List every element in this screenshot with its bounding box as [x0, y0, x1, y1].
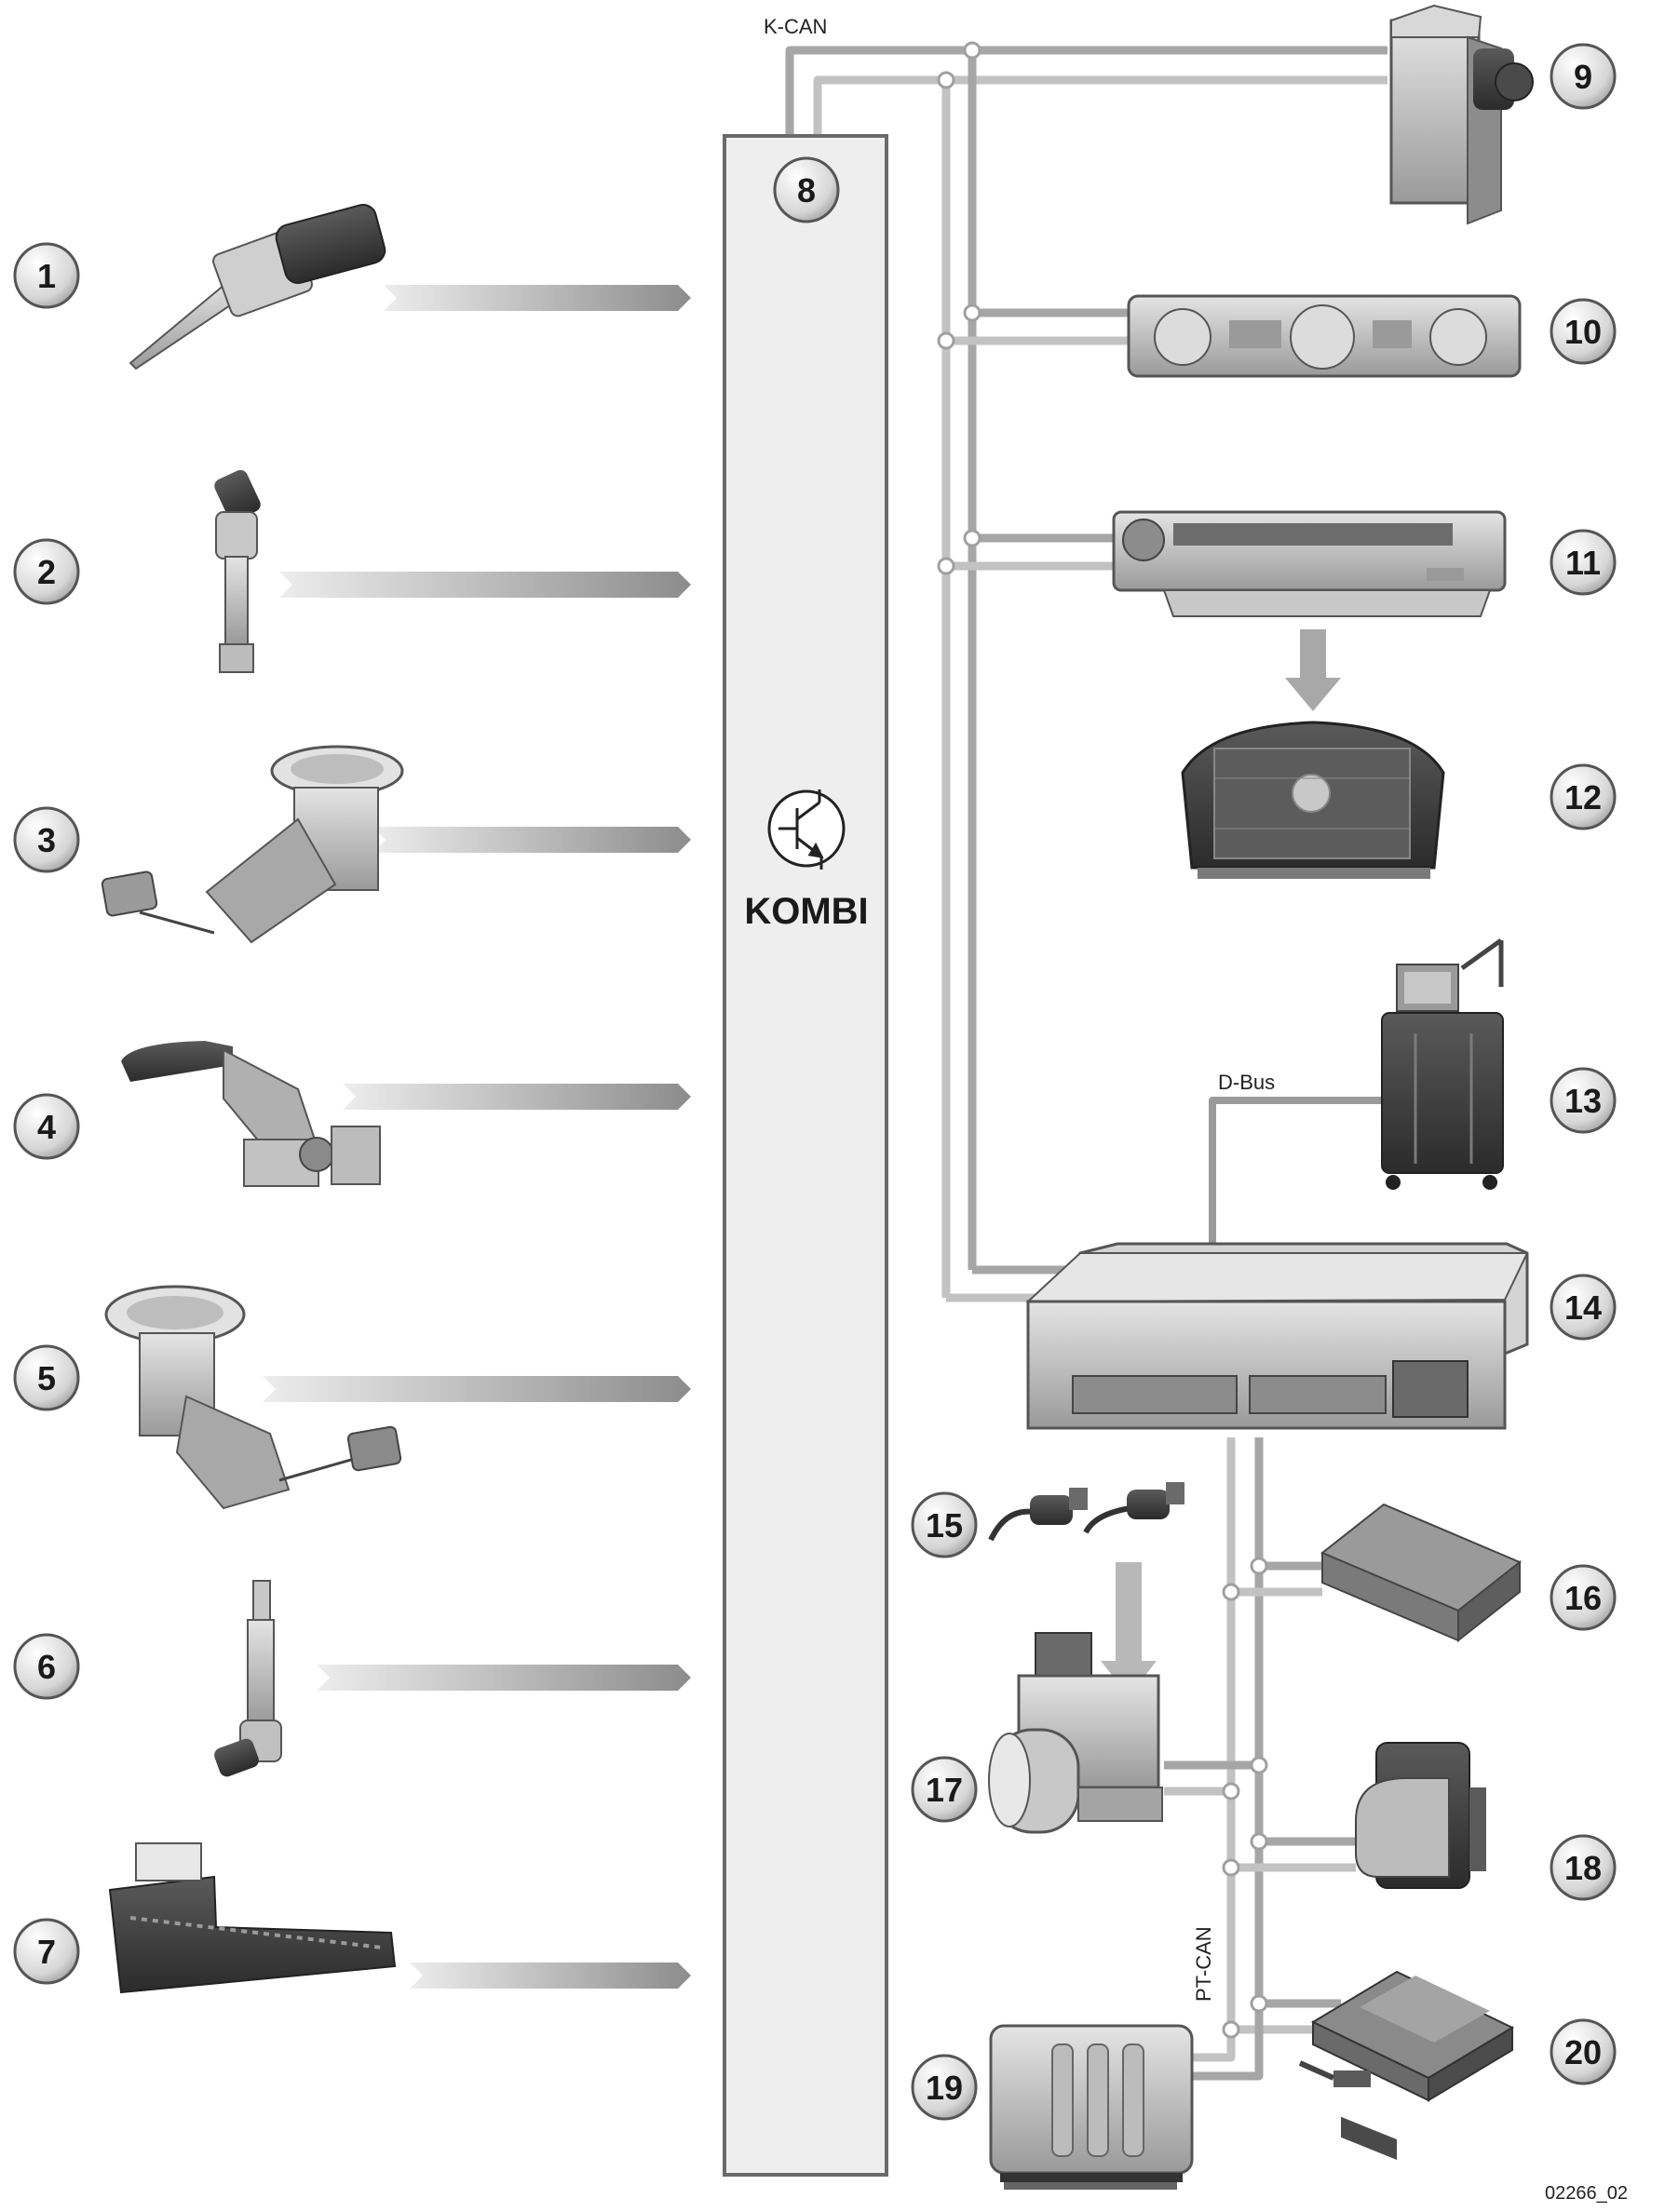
callout-17: 17	[911, 1756, 978, 1823]
callout-11: 11	[1550, 529, 1617, 596]
callout-16-number: 16	[1564, 1579, 1602, 1617]
sensor-module-icon	[1355, 1742, 1486, 1889]
callout-13: 13	[1550, 1067, 1617, 1134]
flow-arrow-11-to-12	[1285, 629, 1341, 711]
input-arrow-6	[317, 1665, 691, 1691]
fuel-level-sensor-left-icon	[104, 1285, 402, 1510]
branch-19-b	[1192, 2030, 1236, 2062]
wheel-speed-sensors-icon	[988, 1482, 1184, 1542]
reference-code: 02266_02	[1545, 2183, 1628, 2204]
d-bus-label: D-Bus	[1218, 1071, 1275, 1094]
k-can-wire-inner	[813, 75, 1388, 136]
callout-10-number: 10	[1564, 313, 1602, 351]
input-arrow-5	[263, 1376, 691, 1402]
callout-11-number: 11	[1565, 544, 1601, 582]
diagnosis-system-icon	[1381, 937, 1504, 1190]
k-can-label: K-CAN	[764, 15, 827, 38]
callout-6-number: 6	[37, 1648, 56, 1686]
bus-wires	[785, 46, 1388, 2081]
kombi-module: KOMBI	[723, 134, 888, 2177]
transmission-control-icon	[1298, 1970, 1515, 2102]
control-unit-icon	[1389, 4, 1534, 225]
circuit-board-icon	[108, 1842, 397, 1994]
d-bus-wire	[1209, 1097, 1388, 1251]
flow-arrow-15-to-17	[1101, 1562, 1157, 1696]
callout-14: 14	[1550, 1274, 1617, 1341]
callout-2: 2	[13, 538, 80, 605]
kombi-label: KOMBI	[744, 891, 868, 932]
dsc-hydraulic-unit-icon	[988, 1632, 1163, 1834]
callout-7: 7	[13, 1918, 80, 1985]
callout-12: 12	[1550, 763, 1617, 830]
callout-3: 3	[13, 806, 80, 873]
callout-5: 5	[13, 1344, 80, 1411]
callout-7-number: 7	[37, 1933, 56, 1971]
callout-20: 20	[1550, 2018, 1617, 2085]
input-arrow-7	[410, 1962, 691, 1989]
callout-12-number: 12	[1564, 778, 1602, 816]
callout-1-number: 1	[37, 257, 56, 295]
callout-4: 4	[13, 1093, 80, 1160]
callout-18: 18	[1550, 1834, 1617, 1901]
branch-19-a	[1192, 2003, 1264, 2081]
callout-10: 10	[1550, 298, 1617, 365]
temperature-sensor-icon	[129, 204, 386, 371]
audio-head-unit-icon	[1112, 510, 1507, 617]
callout-19-number: 19	[926, 2069, 963, 2107]
central-display-icon	[1181, 721, 1445, 879]
climate-control-panel-icon	[1127, 294, 1522, 378]
callout-1: 1	[13, 242, 80, 309]
callout-2-number: 2	[37, 553, 56, 591]
kombi-bar	[723, 134, 888, 2177]
transistor-icon	[767, 789, 846, 870]
brake-fluid-level-switch-icon	[214, 469, 261, 673]
callout-19: 19	[911, 2054, 978, 2121]
callout-9: 9	[1550, 43, 1617, 110]
callout-20-number: 20	[1564, 2033, 1602, 2071]
callout-3-number: 3	[37, 821, 56, 859]
k-can-wire-outer	[785, 46, 1388, 136]
callout-18-number: 18	[1564, 1849, 1602, 1887]
callout-17-number: 17	[926, 1771, 963, 1809]
pt-can-label: PT-CAN	[1192, 1926, 1215, 2002]
fuel-level-sensor-right-icon	[101, 745, 404, 944]
callout-15-number: 15	[926, 1506, 963, 1544]
callout-9-number: 9	[1574, 58, 1592, 96]
engine-control-unit-icon	[989, 2024, 1194, 2190]
input-arrow-3	[372, 827, 691, 853]
gateway-module-icon	[1025, 1242, 1529, 1430]
callout-14-number: 14	[1564, 1288, 1602, 1327]
input-arrow-1	[384, 285, 691, 311]
coolant-level-switch-icon	[214, 1580, 282, 1777]
bus-junctions	[937, 41, 1268, 2039]
callout-15: 15	[911, 1491, 978, 1558]
control-module-icon	[1320, 1503, 1522, 2161]
callout-4-number: 4	[37, 1108, 56, 1146]
input-arrow-2	[279, 572, 691, 598]
callout-13-number: 13	[1564, 1082, 1602, 1120]
callout-6: 6	[13, 1633, 80, 1700]
callout-5-number: 5	[37, 1359, 56, 1397]
callout-8: 8	[773, 156, 840, 223]
callout-16: 16	[1550, 1564, 1617, 1631]
input-arrows	[263, 285, 691, 1989]
input-arrow-4	[343, 1084, 691, 1110]
handbrake-lever-icon	[121, 1041, 381, 1187]
callout-8-number: 8	[797, 171, 816, 209]
